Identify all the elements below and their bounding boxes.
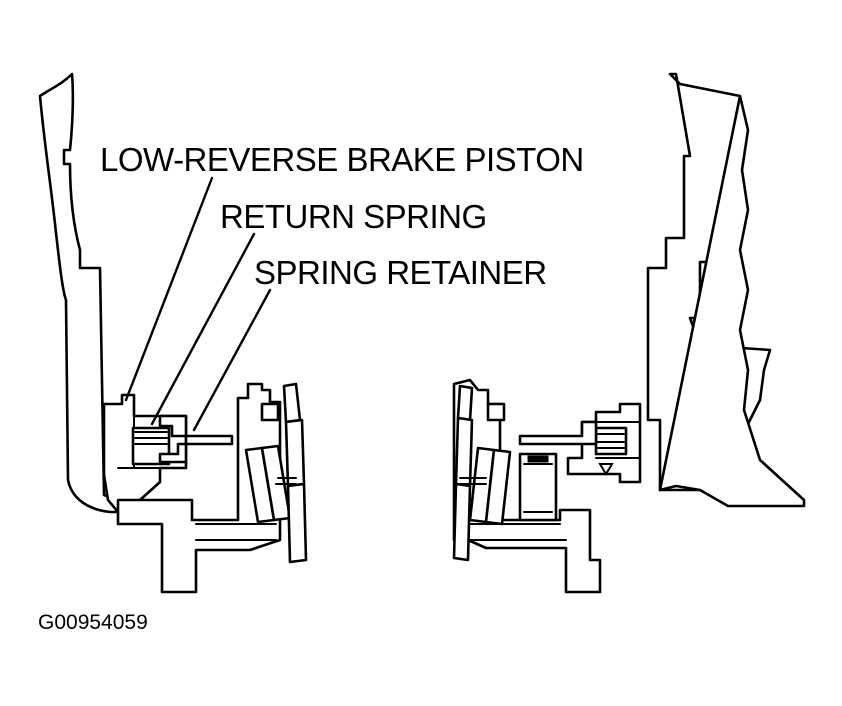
figure-id: G00954059: [38, 611, 148, 634]
right-clutch-plates: [452, 384, 512, 562]
left-clutch-plates: [244, 382, 308, 564]
callout-leaders: [124, 176, 272, 432]
right-case-wall: [646, 72, 806, 508]
left-hub: [116, 382, 282, 594]
leader-return-spring: [150, 232, 256, 426]
left-case-wall: [38, 72, 120, 514]
label-low-reverse-brake-piston: LOW-REVERSE BRAKE PISTON: [100, 141, 584, 178]
right-spring-retainer: [518, 420, 614, 476]
leader-piston: [124, 176, 214, 402]
label-spring-retainer: SPRING RETAINER: [254, 254, 547, 291]
left-spring-retainer: [158, 414, 234, 464]
right-shaft: [518, 452, 558, 522]
label-return-spring: RETURN SPRING: [220, 198, 487, 235]
leader-spring-retainer: [192, 288, 272, 432]
right-hub: [452, 378, 602, 594]
